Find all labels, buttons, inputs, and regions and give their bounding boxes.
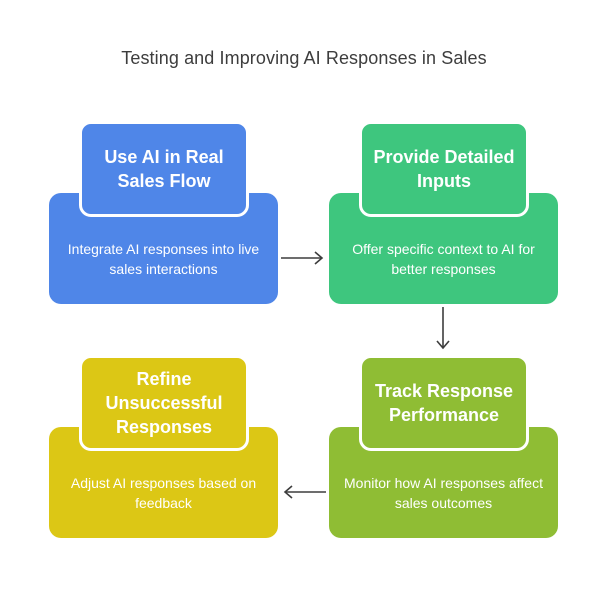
arrow-right-icon	[281, 251, 324, 265]
step-description-refine-responses: Adjust AI responses based on feedback	[70, 475, 257, 511]
arrow-left-icon	[283, 485, 326, 499]
step-description-track-performance: Monitor how AI responses affect sales ou…	[344, 475, 543, 511]
step-heading-text: Provide Detailed Inputs	[373, 147, 515, 191]
step-heading-text: Use AI in Real Sales Flow	[104, 147, 224, 191]
step-heading-text: Refine Unsuccessful Responses	[105, 369, 223, 437]
step-description-use-ai: Integrate AI responses into live sales i…	[67, 241, 260, 277]
step-heading-use-ai: Use AI in Real Sales Flow	[79, 121, 249, 217]
step-heading-track-performance: Track Response Performance	[359, 355, 529, 451]
step-heading-provide-inputs: Provide Detailed Inputs	[359, 121, 529, 217]
step-heading-text: Track Response Performance	[374, 381, 514, 425]
step-description-provide-inputs: Offer specific context to AI for better …	[352, 241, 535, 277]
step-heading-refine-responses: Refine Unsuccessful Responses	[79, 355, 249, 451]
arrow-down-icon	[436, 307, 450, 350]
diagram-title: Testing and Improving AI Responses in Sa…	[121, 48, 487, 68]
